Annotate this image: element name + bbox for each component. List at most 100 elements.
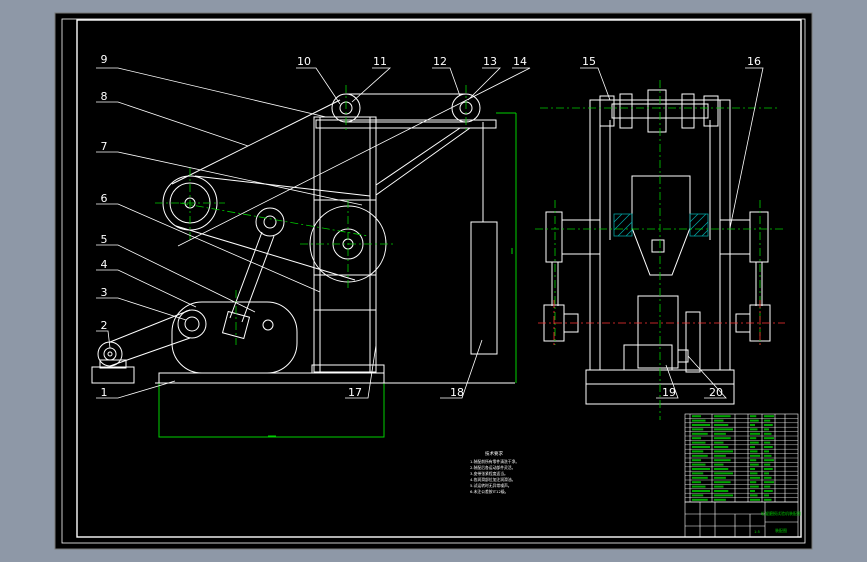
note-2: 2.装配后各运动部件灵活。 — [470, 465, 515, 470]
parts-cell-mark — [750, 446, 755, 448]
parts-cell-mark — [714, 441, 724, 444]
callout-18: 18 — [450, 386, 464, 399]
parts-cell-mark — [764, 494, 769, 497]
parts-cell-mark — [750, 424, 755, 426]
parts-cell-mark — [764, 424, 773, 426]
callout-4: 4 — [101, 258, 108, 271]
callout-5: 5 — [101, 233, 108, 246]
notes-title: 技术要求 — [485, 450, 503, 457]
parts-cell-mark — [714, 468, 729, 470]
parts-cell-mark — [714, 437, 731, 440]
parts-cell-mark — [714, 424, 729, 426]
parts-cell-mark — [692, 463, 706, 466]
parts-cell-mark — [714, 428, 733, 431]
parts-cell-mark — [692, 428, 704, 431]
parts-cell-mark — [764, 432, 772, 435]
parts-cell-mark — [714, 446, 729, 448]
parts-cell-mark — [764, 459, 774, 462]
parts-cell-mark — [764, 446, 773, 448]
parts-cell-mark — [750, 472, 758, 475]
callout-19: 19 — [662, 386, 676, 399]
parts-cell-mark — [714, 459, 731, 462]
sheet-outer-border — [61, 18, 806, 544]
parts-cell-mark — [692, 476, 708, 479]
parts-cell-mark — [750, 476, 760, 479]
leader-lines — [96, 67, 764, 399]
sheet-inner-border — [76, 19, 802, 538]
parts-cell-mark — [764, 476, 772, 479]
callout-10: 10 — [297, 55, 311, 68]
parts-cell-mark — [714, 432, 726, 435]
parts-cell-mark — [750, 454, 760, 457]
parts-cell-mark — [764, 419, 771, 422]
parts-cell-mark — [714, 463, 724, 466]
motor-base — [91, 366, 135, 384]
callout-1: 1 — [101, 386, 108, 399]
counterweight — [470, 221, 498, 355]
parts-cell-mark — [692, 498, 708, 501]
parts-cell-mark — [714, 481, 731, 484]
parts-cell-mark — [750, 490, 755, 492]
parts-cell-mark — [750, 468, 755, 470]
parts-cell-mark — [692, 481, 701, 484]
callout-12: 12 — [433, 55, 447, 68]
parts-cell-mark — [764, 472, 769, 475]
parts-cell-mark — [764, 441, 771, 444]
note-4: 4.各润滑部位加注润滑油。 — [470, 477, 515, 482]
parts-cell-mark — [714, 472, 733, 475]
parts-cell-mark — [764, 485, 771, 488]
parts-cell-mark — [764, 415, 774, 418]
parts-cell-mark — [692, 490, 710, 492]
side-highlight-lines — [538, 300, 785, 345]
callout-2: 2 — [101, 319, 108, 332]
callout-20: 20 — [709, 386, 723, 399]
upper-crank-pulley — [255, 207, 285, 237]
parts-cell-mark — [692, 459, 701, 462]
parts-cell-mark — [750, 485, 759, 488]
parts-list-rows — [685, 418, 798, 498]
callout-17: 17 — [348, 386, 362, 399]
note-1: 1.装配前所有零件清洗干净。 — [470, 459, 519, 464]
callout-3: 3 — [101, 286, 108, 299]
parts-cell-mark — [714, 490, 729, 492]
parts-cell-mark — [692, 446, 710, 448]
title-block — [684, 501, 799, 538]
parts-cell-mark — [692, 468, 710, 470]
parts-cell-mark — [764, 498, 772, 501]
title-block-text: 轧辊磨损试验机装配图 装配图 1:5 — [754, 510, 801, 534]
parts-cell-mark — [764, 490, 773, 492]
parts-cell-mark — [764, 481, 774, 484]
parts-cell-mark — [764, 450, 769, 453]
parts-cell-mark — [750, 498, 760, 501]
parts-cell-mark — [764, 454, 772, 457]
parts-cell-mark — [714, 450, 733, 453]
front-centerlines — [155, 85, 467, 345]
parts-cell-mark — [692, 419, 706, 422]
drawing-number: 装配图 — [775, 527, 787, 533]
top-beam — [315, 119, 497, 129]
callout-9: 9 — [101, 53, 108, 66]
parts-cell-mark — [714, 419, 724, 422]
parts-cell-mark — [750, 441, 759, 444]
parts-cell-mark — [764, 428, 769, 431]
parts-cell-mark — [692, 472, 704, 475]
note-3: 3.皮带张紧程度适当。 — [470, 471, 508, 476]
parts-cell-mark — [750, 481, 757, 484]
callout-6: 6 — [101, 192, 108, 205]
callout-7: 7 — [101, 140, 108, 153]
parts-cell-mark — [692, 437, 701, 440]
drawing-scale: 1:5 — [754, 530, 760, 534]
parts-cell-mark — [750, 432, 760, 435]
parts-list-text-marks — [692, 415, 774, 501]
callout-15: 15 — [582, 55, 596, 68]
parts-cell-mark — [750, 463, 759, 466]
callout-labels: 1 2 3 4 5 6 7 8 9 10 11 12 13 14 15 16 1… — [101, 53, 762, 399]
technical-notes: 技术要求 1.装配前所有零件清洗干净。 2.装配后各运动部件灵活。 3.皮带张紧… — [470, 450, 519, 494]
parts-cell-mark — [750, 415, 757, 418]
parts-cell-mark — [692, 450, 704, 453]
callout-13: 13 — [483, 55, 497, 68]
parts-cell-mark — [714, 415, 731, 418]
callout-11: 11 — [373, 55, 387, 68]
parts-cell-mark — [692, 415, 701, 418]
